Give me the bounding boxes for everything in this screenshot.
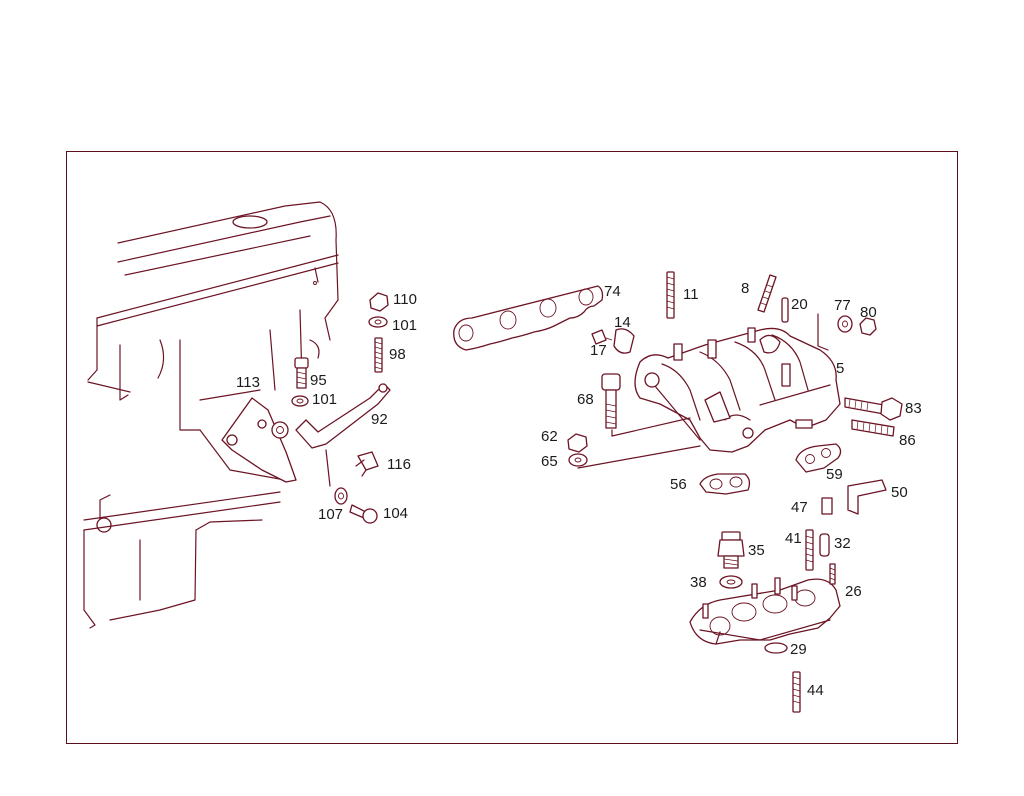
label-11: 11 [683,286,699,303]
label-32: 32 [834,535,851,552]
small-parts-lower [717,479,887,589]
studs-upper-right [591,271,877,354]
label-56: 56 [670,476,687,493]
label-101-lower: 101 [312,391,337,408]
label-38: 38 [690,574,707,591]
label-110: 110 [393,291,417,308]
label-20: 20 [791,296,808,313]
label-98: 98 [389,346,406,363]
fasteners-left [291,292,389,524]
support-bracket-92 [295,383,391,449]
label-86: 86 [899,432,916,449]
label-92: 92 [371,411,388,428]
label-77: 77 [834,297,851,314]
label-74: 74 [604,283,621,300]
label-5: 5 [836,360,844,377]
label-62: 62 [541,428,558,445]
diagram-frame [66,151,958,744]
intake-gasket-74 [453,285,604,351]
label-29: 29 [790,641,807,658]
label-68: 68 [577,391,594,408]
label-14: 14 [614,314,631,331]
part-number-labels: 110 101 98 95 101 92 113 116 107 104 74 … [236,280,922,699]
gaskets-56-59 [699,443,842,495]
label-17: 17 [590,342,607,359]
bolts-83-86 [844,397,903,437]
engine-block-outline [83,201,339,629]
label-113: 113 [236,374,260,391]
label-26: 26 [845,583,862,600]
label-80: 80 [860,304,877,321]
label-83: 83 [905,400,922,417]
label-44: 44 [807,682,824,699]
intake-manifold-5 [634,313,841,453]
label-65: 65 [541,453,558,470]
label-47: 47 [791,499,808,516]
label-50: 50 [891,484,908,501]
bolt-68-group [567,373,701,469]
label-41: 41 [785,530,802,547]
label-8: 8 [741,280,749,297]
label-95: 95 [310,372,327,389]
label-35: 35 [748,542,765,559]
bracket-113 [221,397,297,483]
label-116: 116 [387,456,411,473]
label-59: 59 [826,466,843,483]
label-101-upper: 101 [392,317,417,334]
label-104: 104 [383,505,408,522]
label-107: 107 [318,506,343,523]
exhaust-manifold-26 [689,563,841,713]
